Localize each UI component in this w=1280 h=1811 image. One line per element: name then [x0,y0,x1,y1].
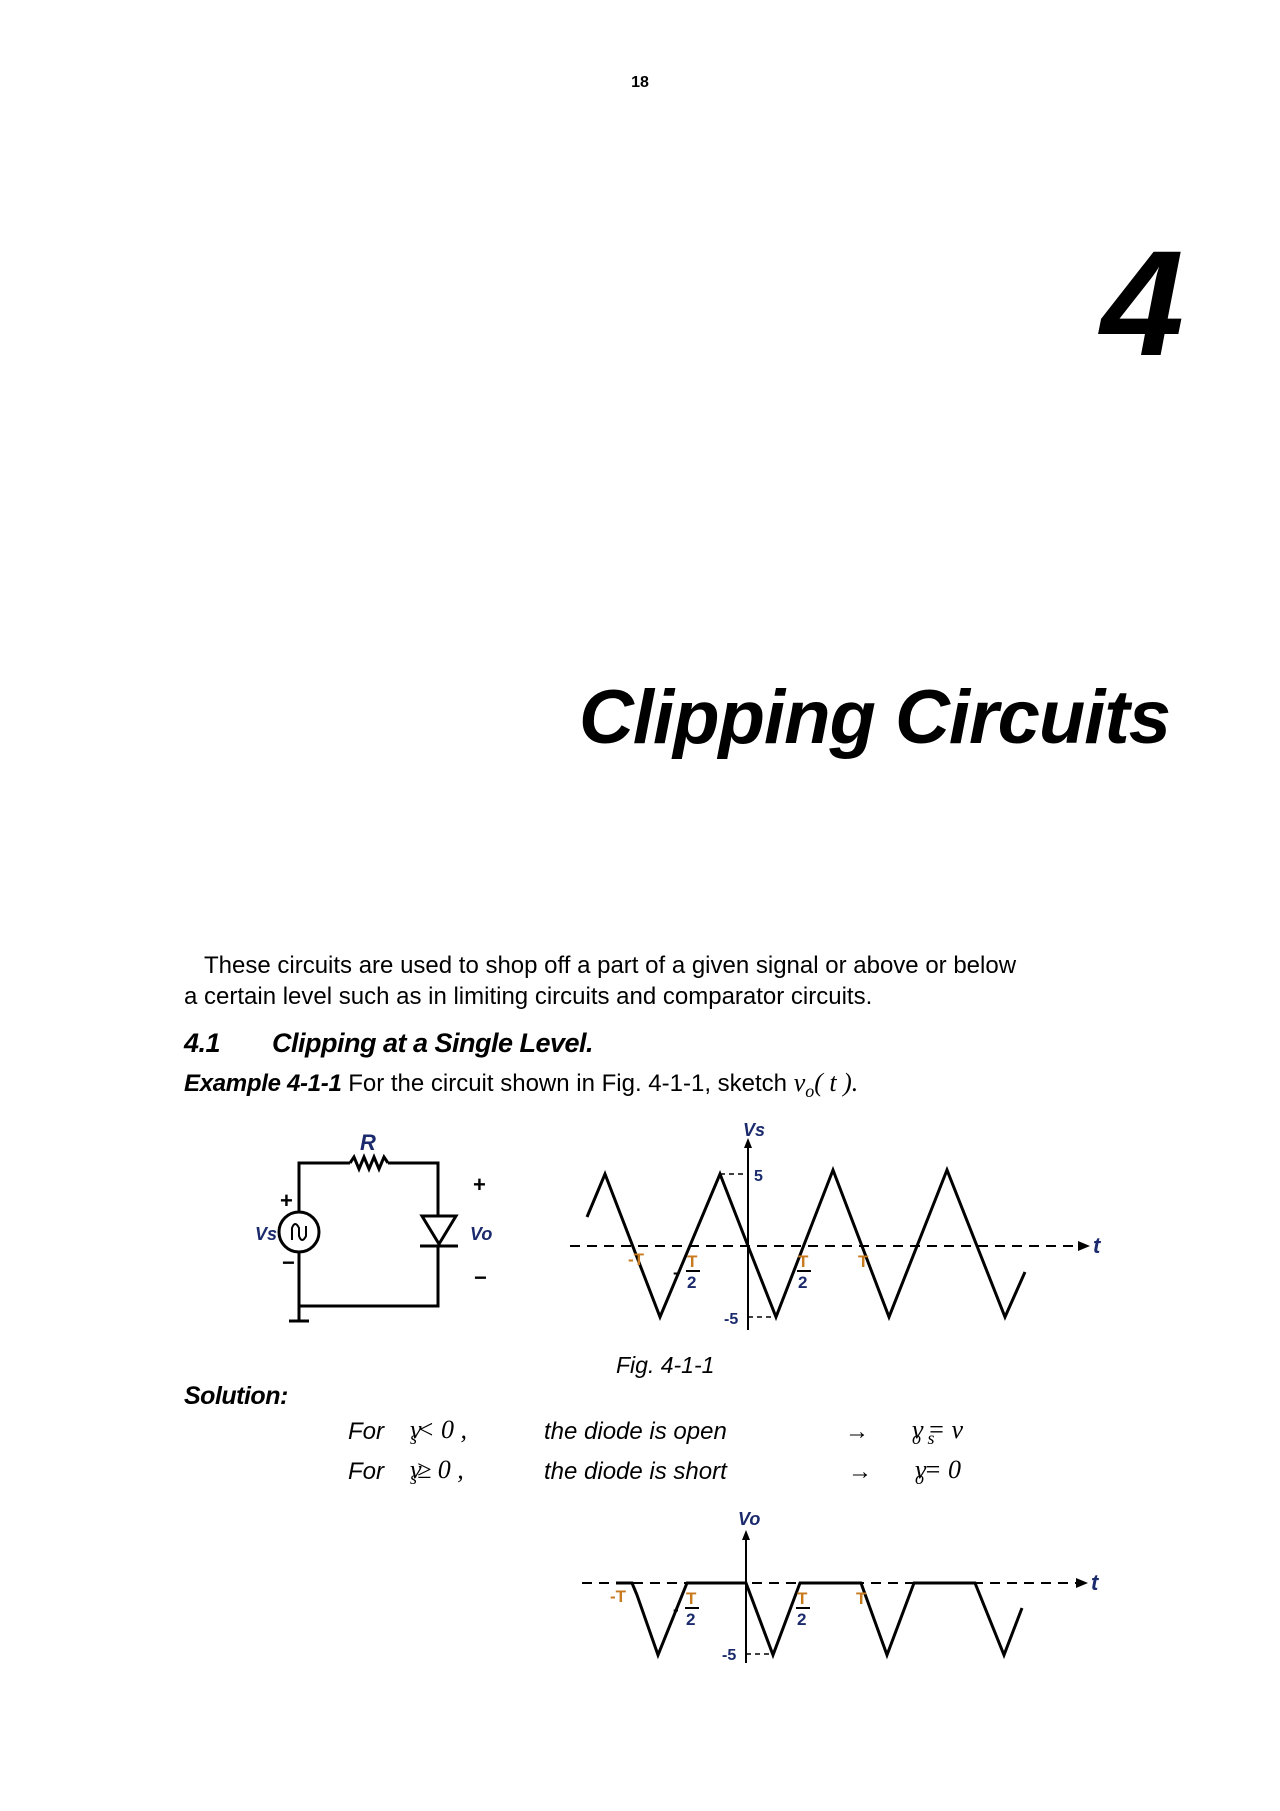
output-label: Vo [470,1224,492,1244]
resistor-icon [348,1153,390,1173]
tick-T: T [858,1252,869,1271]
vs-waveform-chart: t Vs 5 -5 -T - T 2 T 2 T [570,1120,1102,1330]
vs-axis-label: Vs [743,1120,765,1140]
tick-neg-half-den: 2 [687,1273,696,1292]
math-arg: ( t ). [814,1068,859,1097]
source-label: Vs [255,1224,277,1244]
res-sub: o [912,1428,921,1448]
vs-axis-arrow-icon [744,1138,752,1148]
solution-state: the diode is open [544,1418,727,1445]
chapter-number: 4 [1100,219,1184,387]
vs-triangle-wave [585,1165,1027,1322]
wire-top-right [388,1161,440,1215]
cond-var: v [410,1415,422,1444]
cond-sub: s [410,1428,418,1448]
section-number: 4.1 [184,1028,221,1058]
res-sub: o [915,1468,924,1488]
math-var: v [793,1068,806,1097]
solution-for: For [348,1458,384,1485]
section-heading: 4.1 Clipping at a Single Level. [184,1028,594,1059]
tick-half-num: T [797,1589,808,1608]
tick-neg-half-num: T [687,1252,698,1271]
chapter-title: Clipping Circuits [579,675,1171,760]
tick-neg5: -5 [722,1647,736,1664]
res-sub2: s [927,1428,935,1448]
arrow-icon: → [848,1458,872,1485]
wire-top-left [297,1161,350,1212]
tick-neg-half-num: T [686,1589,697,1608]
intro-line-1: These circuits are used to shop off a pa… [204,952,1017,979]
cond-sub: s [410,1468,418,1488]
output-minus: − [474,1265,487,1290]
example-statement: Example 4-1-1 For the circuit shown in F… [184,1068,858,1102]
tick-T: T [856,1589,867,1608]
arrow-icon: → [845,1418,869,1445]
cond-rel: < 0 , [417,1415,468,1444]
wire-bottom [297,1246,440,1308]
tick-5: 5 [754,1168,763,1185]
example-text: For the circuit shown in Fig. 4-1-1, ske… [348,1070,788,1097]
math-sub: o [805,1081,815,1101]
res-var: v [912,1415,924,1444]
vo-clipped-wave [616,1581,1024,1660]
t-axis-arrow-icon [1078,1241,1090,1251]
solution-state: the diode is short [544,1458,727,1485]
vo-axis-label: Vo [738,1509,760,1529]
tick-neg-half-den: 2 [686,1610,695,1629]
diode-icon [419,1214,459,1247]
tick-neg-half-minus: - [673,1600,679,1619]
solution-label: Solution: [184,1382,288,1410]
sine-wave-icon [291,1223,307,1241]
res-var: v [915,1455,927,1484]
circuit-diagram: R Vs + − Vo + − [255,1130,492,1323]
output-plus: + [473,1172,486,1197]
cond-var: v [410,1455,422,1484]
solution-for: For [348,1418,384,1445]
page-number: 18 [631,74,649,91]
tick-neg-T: -T [628,1250,645,1269]
source-minus: − [282,1250,295,1275]
res-rel: = 0 [924,1455,962,1484]
vo-waveform-chart: t Vo -5 -T - T 2 T 2 T [582,1509,1100,1664]
section-title: Clipping at a Single Level. [272,1028,594,1058]
t-axis-label: t [1093,1233,1102,1258]
t-axis-label: t [1091,1570,1100,1595]
tick-half-num: T [798,1252,809,1271]
intro-paragraph: These circuits are used to shop off a pa… [184,950,1174,1012]
tick-neg-half-minus: - [673,1263,679,1282]
tick-neg-T: -T [610,1587,627,1606]
source-plus: + [280,1188,293,1213]
cond-rel: ≥ 0 , [417,1455,464,1484]
vo-axis-arrow-icon [742,1530,750,1540]
intro-line-2: a certain level such as in limiting circ… [184,983,873,1010]
res-rel: = v [927,1415,964,1444]
tick-half-den: 2 [797,1610,806,1629]
tick-neg5: -5 [724,1311,738,1328]
tick-half-den: 2 [798,1273,807,1292]
resistor-label: R [360,1130,376,1155]
t-axis-arrow-icon [1076,1578,1088,1588]
example-math: vo( t ). [793,1068,859,1101]
example-label: Example 4-1-1 [184,1070,342,1097]
figure-caption: Fig. 4-1-1 [616,1352,715,1378]
